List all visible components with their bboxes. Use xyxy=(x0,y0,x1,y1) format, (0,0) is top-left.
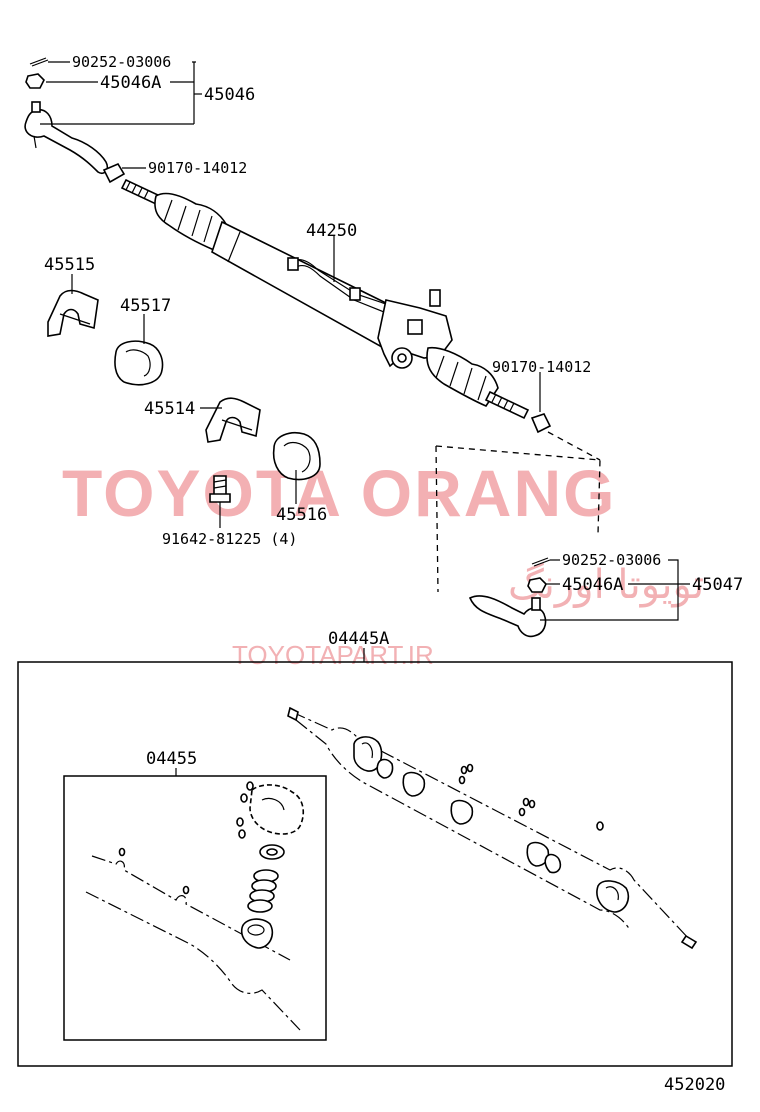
cotter-pin-top xyxy=(29,57,49,67)
tie-rod-end-right xyxy=(468,595,547,638)
tie-rod-end-left xyxy=(24,101,109,175)
cotter-pin-right xyxy=(531,557,551,567)
label-45516: 45516 xyxy=(276,505,327,525)
label-45514: 45514 xyxy=(144,399,195,419)
label-45517: 45517 xyxy=(120,296,171,316)
nut-45046A-top xyxy=(25,73,45,89)
diagram-id: 452020 xyxy=(664,1075,725,1095)
bracket-45515 xyxy=(47,289,99,337)
steering-rack-assembly xyxy=(120,178,530,420)
label-04455: 04455 xyxy=(146,749,197,769)
grommet-45517 xyxy=(114,340,164,386)
kit-box-04455 xyxy=(63,775,327,1041)
label-45515: 45515 xyxy=(44,255,95,275)
label-90170-14012-top: 90170-14012 xyxy=(148,159,247,177)
bolt-91642 xyxy=(209,475,231,503)
label-04445A: 04445A xyxy=(328,629,389,649)
label-90252-03006-top: 90252-03006 xyxy=(72,53,171,71)
grommet-45516 xyxy=(272,432,321,481)
label-44250: 44250 xyxy=(306,221,357,241)
label-45047: 45047 xyxy=(692,575,743,595)
watermark-website: TOYOTAPART.IR xyxy=(232,640,434,670)
lock-nut-90170-right xyxy=(530,413,552,434)
valve-seal-kit-view xyxy=(85,781,305,1031)
bracket-45514 xyxy=(205,397,261,443)
label-45046A-top: 45046A xyxy=(100,73,161,93)
label-90170-14012-right: 90170-14012 xyxy=(492,358,591,376)
label-45046A-right: 45046A xyxy=(562,575,623,595)
label-91642-81225: 91642-81225 (4) xyxy=(162,530,297,548)
watermark-brand: TOYOTA ORANG xyxy=(62,456,616,530)
label-90252-03006-right: 90252-03006 xyxy=(562,551,661,569)
rack-seal-kit-view xyxy=(287,706,698,950)
kit-box-04445A xyxy=(17,661,733,1067)
label-45046: 45046 xyxy=(204,85,255,105)
nut-45046A-right xyxy=(527,577,547,593)
lock-nut-90170-top xyxy=(102,162,126,184)
